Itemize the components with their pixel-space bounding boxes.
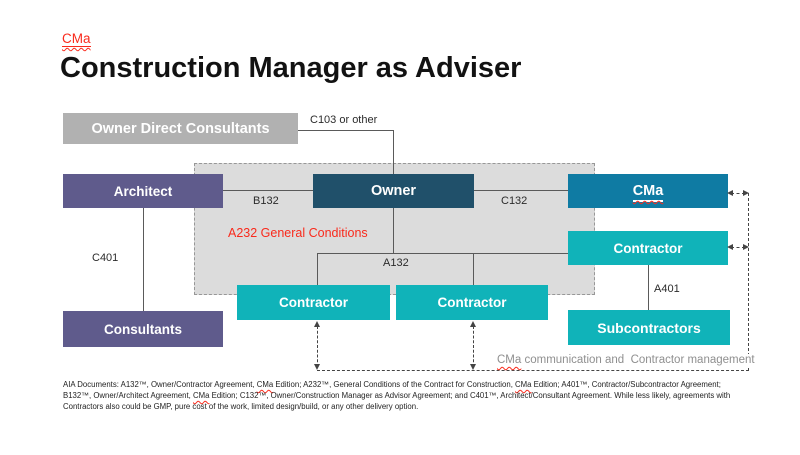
box-contractor-left: Contractor [237,285,390,320]
box-architect: Architect [63,174,223,208]
arrowhead-left-icon [727,190,733,196]
box-label: Architect [113,183,173,199]
box-owner-direct-consultants: Owner Direct Consultants [63,113,298,144]
edge-label-a401: A401 [654,283,680,295]
cma-communication-label: CMa communication and Contractor managem… [494,354,758,366]
edge-label-a132: A132 [383,257,409,269]
connector-drop-contractor-c [473,253,474,286]
box-label: Contractor [437,295,507,310]
connector-b132 [223,190,313,191]
footnote-line: B132™, Owner/Architect Agreement, CMa Ed… [63,391,731,400]
dashed-arrow-cma [731,193,745,194]
edge-label-c401: C401 [92,252,119,264]
footnote-line: Contractors also could be GMP, pure cost… [63,402,419,411]
footnote-line: AIA Documents: A132™, Owner/Contractor A… [63,380,721,389]
footnote: AIA Documents: A132™, Owner/Contractor A… [63,379,793,412]
connector-c132 [474,190,568,191]
a232-region-label: A232 General Conditions [228,226,368,240]
edge-label-c103: C103 or other [310,114,378,126]
dashed-arrow-contractor-left [317,326,318,367]
arrowhead-right-icon [743,190,749,196]
box-label: Contractor [278,295,348,310]
arrowhead-up-icon [470,321,476,327]
box-subcontractors: Subcontractors [568,310,730,345]
cma-tag-link[interactable]: CMa [62,31,91,47]
edge-label-b132: B132 [253,195,279,207]
box-cma: CMa [568,174,728,208]
box-label: Subcontractors [597,319,701,336]
connector-a401 [648,265,649,311]
dashed-line-bottom [317,370,749,371]
edge-label-c132: C132 [501,195,528,207]
box-label: Consultants [103,321,182,337]
connector-c401 [143,208,144,312]
dashed-line-right [748,193,749,371]
arrowhead-up-icon [314,321,320,327]
dashed-arrow-contractor [731,247,745,248]
arrowhead-down-icon [470,364,476,370]
connector-c103-horizontal [298,130,394,131]
box-label: Owner Direct Consultants [91,120,270,137]
box-contractor-middle: Contractor [396,285,548,320]
box-label: Contractor [613,240,683,256]
arrowhead-right-icon [743,244,749,250]
connector-a132-branch [317,253,568,254]
dashed-arrow-contractor-middle [473,326,474,367]
box-consultants: Consultants [63,311,223,347]
arrowhead-down-icon [314,364,320,370]
box-owner: Owner [313,174,474,208]
arrowhead-left-icon [727,244,733,250]
connector-drop-contractor-b [317,253,318,286]
box-label: Owner [370,183,417,199]
box-label: CMa [632,183,664,202]
connector-c103-vertical [393,130,394,174]
box-contractor-right: Contractor [568,231,728,265]
page-title: Construction Manager as Adviser [60,52,522,84]
connector-owner-down [393,208,394,254]
